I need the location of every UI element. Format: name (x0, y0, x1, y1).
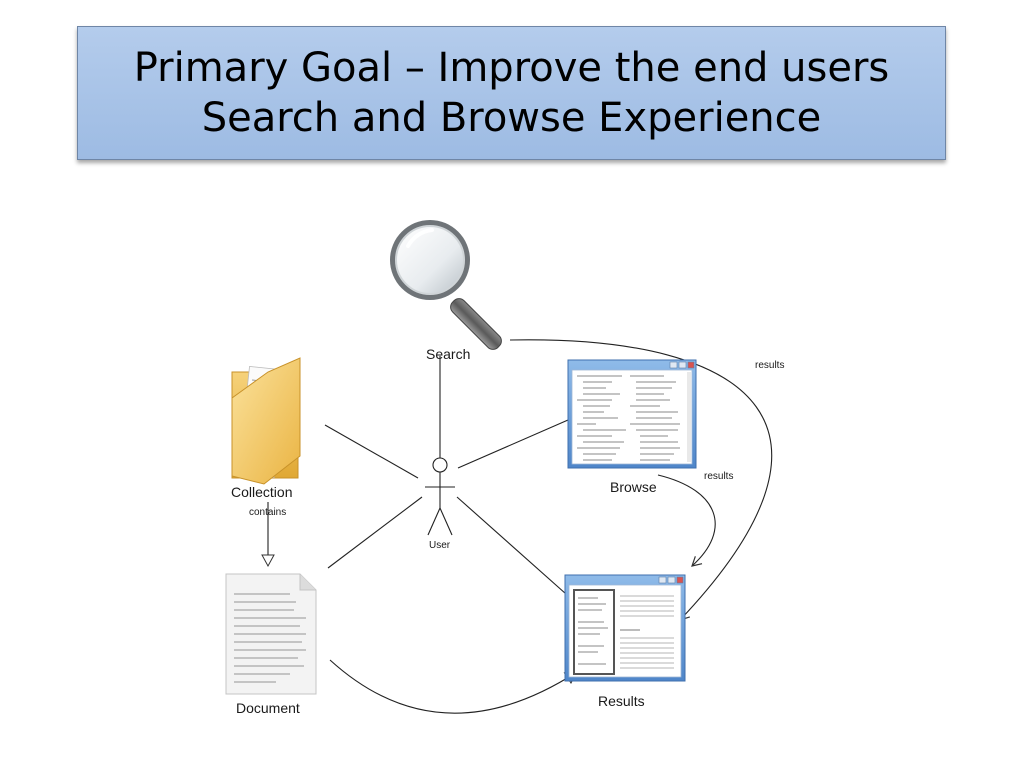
collection-label: Collection (231, 484, 293, 500)
results-window-icon (564, 574, 686, 682)
slide-title-line-2: Search and Browse Experience (201, 95, 822, 141)
edge-user-browse (457, 419, 569, 469)
edge-browse-results (657, 474, 716, 567)
folder-icon (231, 357, 301, 485)
slide-title: Primary Goal – Improve the end users Sea… (134, 43, 890, 143)
document-label: Document (236, 700, 300, 716)
connectors (261, 339, 773, 714)
magnifier-icon (390, 220, 502, 350)
search-label: Search (426, 346, 471, 362)
edge-user-results (456, 496, 576, 603)
contains-edge-label: contains (249, 507, 287, 518)
browse-label: Browse (610, 479, 657, 495)
edge-search-results (509, 339, 773, 621)
results-edge-label-browse: results (704, 471, 734, 482)
edge-user-document (327, 496, 423, 569)
browse-window-icon (567, 359, 697, 469)
results-edge-label-search: results (755, 360, 785, 371)
slide-title-box: Primary Goal – Improve the end users Sea… (77, 26, 946, 160)
user-icon (425, 457, 455, 536)
user-label: User (429, 540, 451, 551)
slide-title-line-1: Primary Goal – Improve the end users (133, 45, 890, 91)
results-label: Results (598, 693, 645, 709)
edge-document-results (329, 659, 578, 714)
edge-user-collection (324, 424, 419, 479)
document-icon (225, 573, 317, 695)
